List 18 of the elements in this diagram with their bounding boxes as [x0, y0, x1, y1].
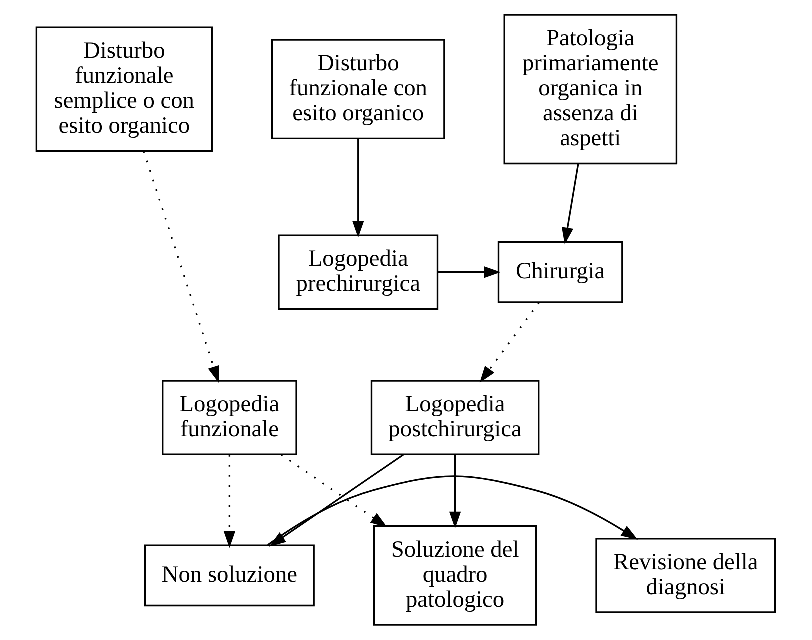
- arrow: [224, 455, 236, 548]
- node-box: Patologia primariamente organica in assenza di aspetti: [504, 14, 678, 165]
- arrow: [438, 266, 501, 278]
- node-box: Disturbo funzionale semplice o con esito organico: [36, 26, 213, 152]
- arrow: [562, 164, 580, 245]
- node-box: Disturbo funzionale con esito organico: [271, 39, 446, 140]
- arrow: [449, 455, 462, 529]
- arrow: [280, 454, 388, 528]
- node-box: Soluzione del quadro patologico: [373, 526, 538, 626]
- node-box: Non soluzione: [144, 544, 315, 607]
- node-box: Logopedia funzionale: [162, 380, 298, 456]
- arrow: [352, 138, 364, 238]
- arrow: [480, 302, 540, 383]
- arrow: [143, 151, 220, 384]
- node-box: Logopedia postchirurgica: [370, 380, 540, 456]
- node-box: Logopedia prechirurgica: [278, 234, 439, 310]
- node-box: Chirurgia: [498, 241, 624, 304]
- node-box: Revisione della diagnosi: [596, 538, 776, 614]
